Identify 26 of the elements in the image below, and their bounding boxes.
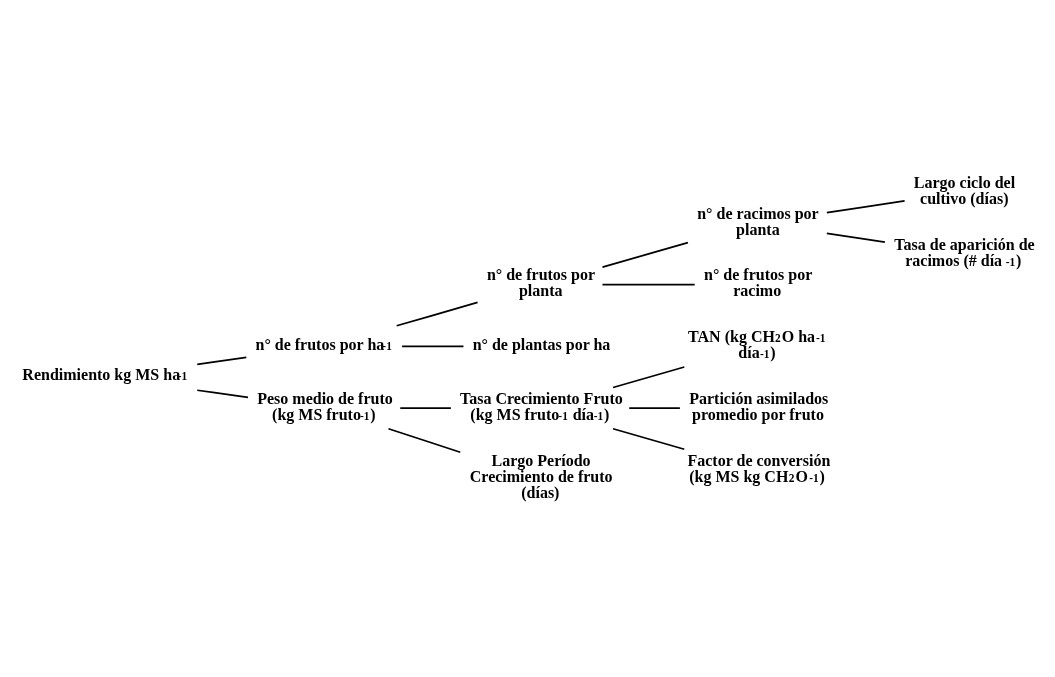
- connector: [628, 406, 681, 409]
- node-text: Largo Período Crecimiento de fruto (días): [469, 451, 613, 501]
- node-text: n° de racimos por planta: [697, 204, 819, 238]
- node-text: TAN (kg CH2O ha-1 día-1): [688, 327, 826, 361]
- connector: [601, 241, 689, 268]
- node-text: Largo ciclo del cultivo (días): [913, 173, 1016, 207]
- connector: [612, 427, 686, 450]
- connector: [401, 345, 465, 347]
- node-text: Tasa Crecimiento Fruto (kg MS fruto-1 día-1): [460, 389, 623, 423]
- node-text: Peso medio de fruto (kg MS fruto-1): [257, 389, 393, 423]
- node-text: n° de frutos por ha-1: [255, 335, 392, 353]
- connector: [826, 199, 906, 213]
- node-text: n° de plantas por ha: [472, 335, 611, 353]
- node-text: n° de frutos por planta: [486, 265, 596, 299]
- node-text: Partición asimilados promedio por fruto: [689, 389, 829, 423]
- connector: [395, 301, 479, 327]
- connector: [399, 406, 452, 409]
- connector: [826, 232, 886, 243]
- node-text: Tasa de aparición de racimos (# día -1): [894, 235, 1035, 269]
- connector: [387, 427, 462, 453]
- node-text: Factor de conversión (kg MS kg CH2O-1): [687, 451, 831, 485]
- connector: [196, 388, 249, 398]
- node-text: n° de frutos por racimo: [704, 265, 813, 299]
- connector: [612, 365, 686, 388]
- connector: [601, 283, 696, 286]
- connector: [196, 356, 248, 365]
